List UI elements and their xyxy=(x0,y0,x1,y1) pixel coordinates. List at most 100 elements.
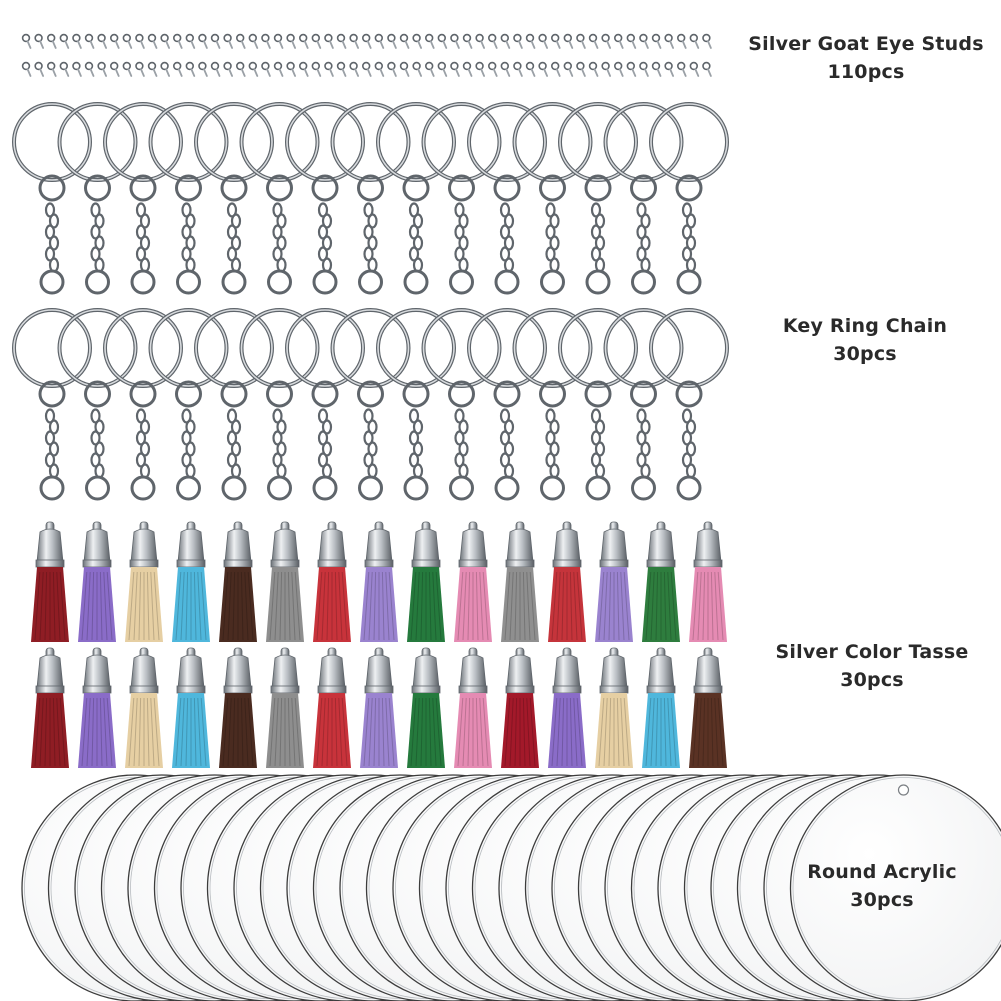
eye-stud-icon xyxy=(173,33,183,49)
eye-stud-icon xyxy=(399,61,410,77)
eye-stud-icon xyxy=(513,61,523,77)
eye-stud-icon xyxy=(311,33,322,49)
eye-stud-icon xyxy=(46,33,57,49)
eye-stud-icon xyxy=(72,61,82,77)
eye-stud-icon xyxy=(59,61,70,77)
key-ring-chain-icon xyxy=(649,102,729,295)
eye-stud-icon xyxy=(198,33,208,49)
eye-stud-icon xyxy=(374,33,385,49)
eye-stud-icon xyxy=(273,33,284,49)
eye-stud-icon xyxy=(273,61,284,77)
key-ring-chain-icon xyxy=(57,102,138,295)
key-ring-chain-icon xyxy=(194,308,274,501)
eye-stud-icon xyxy=(538,33,548,49)
eye-stud-icon xyxy=(475,33,486,49)
eye-stud-icon xyxy=(349,33,360,49)
eye-stud-icon xyxy=(702,33,712,49)
eye-stud-icon xyxy=(399,33,410,49)
key-ring-label: Key Ring Chain 30pcs xyxy=(755,312,975,368)
key-ring-chain-icon xyxy=(330,308,411,501)
tassel-icon xyxy=(548,647,586,768)
key-ring-chain-icon xyxy=(12,102,92,295)
eye-stud-icon xyxy=(450,33,460,49)
eye-stud-icon xyxy=(336,33,347,49)
tassel-icon xyxy=(360,647,398,768)
eye-stud-icon xyxy=(651,61,662,77)
eye-stud-icon xyxy=(336,61,347,77)
eye-stud-icon xyxy=(173,61,183,77)
eye-stud-icon xyxy=(261,33,271,49)
tassel-icon xyxy=(266,647,304,768)
eye-stud-icon xyxy=(21,33,32,49)
eye-stud-icon xyxy=(500,33,511,49)
eye-studs-count: 110pcs xyxy=(827,61,905,83)
eye-stud-icon xyxy=(462,61,473,77)
eye-stud-icon xyxy=(198,61,208,77)
tassel-icon xyxy=(172,521,210,642)
key-ring-chain-icon xyxy=(285,308,365,501)
eye-stud-icon xyxy=(160,33,171,49)
eye-stud-icon xyxy=(689,33,700,49)
eye-stud-icon xyxy=(97,61,107,77)
eye-stud-icon xyxy=(525,61,536,77)
tassel-icon xyxy=(454,647,492,768)
eye-stud-icon xyxy=(34,33,44,49)
eye-stud-icon xyxy=(248,33,259,49)
eye-stud-icon xyxy=(676,61,687,77)
tassel-icon xyxy=(219,647,257,768)
eye-stud-icon xyxy=(500,61,511,77)
eye-stud-icon xyxy=(236,61,246,77)
key-ring-chain-icon xyxy=(603,102,684,295)
eye-stud-icon xyxy=(210,33,221,49)
tassel-icon xyxy=(219,521,257,642)
tassel-icon xyxy=(125,647,163,768)
key-ring-chain-icon xyxy=(376,102,456,295)
tassel-icon xyxy=(595,521,633,642)
eye-stud-icon xyxy=(299,33,309,49)
eye-stud-icon xyxy=(324,33,334,49)
eye-stud-icon xyxy=(311,61,322,77)
eye-stud-icon xyxy=(374,61,385,77)
tassel-icon xyxy=(454,521,492,642)
eye-stud-icon xyxy=(21,61,32,77)
eye-stud-icon xyxy=(613,61,624,77)
eye-stud-icon xyxy=(135,61,145,77)
eye-stud-icon xyxy=(689,61,700,77)
eye-stud-icon xyxy=(425,33,435,49)
eye-stud-icon xyxy=(185,33,196,49)
key-ring-chain-icon xyxy=(649,308,729,501)
key-ring-chain-icon xyxy=(12,308,92,501)
key-ring-chain-icon xyxy=(148,308,229,501)
eye-stud-icon xyxy=(59,33,70,49)
eye-studs-label: Silver Goat Eye Studs 110pcs xyxy=(735,30,997,86)
eye-stud-icon xyxy=(475,61,486,77)
eye-stud-icon xyxy=(437,33,448,49)
tassel-icon xyxy=(689,521,727,642)
tassel-icon xyxy=(548,521,586,642)
eye-stud-icon xyxy=(462,33,473,49)
eye-stud-icon xyxy=(550,33,561,49)
key-ring-chain-icon xyxy=(194,102,274,295)
key-ring-chain-icon xyxy=(512,308,593,501)
key-ring-chain-icon xyxy=(103,102,183,295)
acrylic-count: 30pcs xyxy=(850,889,914,911)
eye-stud-icon xyxy=(109,61,120,77)
key-ring-chain-icon xyxy=(421,102,502,295)
eye-stud-icon xyxy=(46,61,57,77)
eye-stud-icon xyxy=(601,33,611,49)
eye-studs-group xyxy=(21,33,712,77)
eye-stud-icon xyxy=(84,33,95,49)
key-ring-chain-icon xyxy=(330,102,411,295)
eye-stud-icon xyxy=(109,33,120,49)
key-ring-chain-icon xyxy=(558,102,638,295)
tassel-icon xyxy=(125,521,163,642)
tassel-icon xyxy=(501,521,539,642)
key-ring-name: Key Ring Chain xyxy=(782,315,948,337)
eye-stud-icon xyxy=(488,33,498,49)
eye-stud-icon xyxy=(223,61,234,77)
eye-stud-icon xyxy=(626,33,637,49)
eye-stud-icon xyxy=(34,61,44,77)
eye-stud-icon xyxy=(349,61,360,77)
eye-stud-icon xyxy=(160,61,171,77)
